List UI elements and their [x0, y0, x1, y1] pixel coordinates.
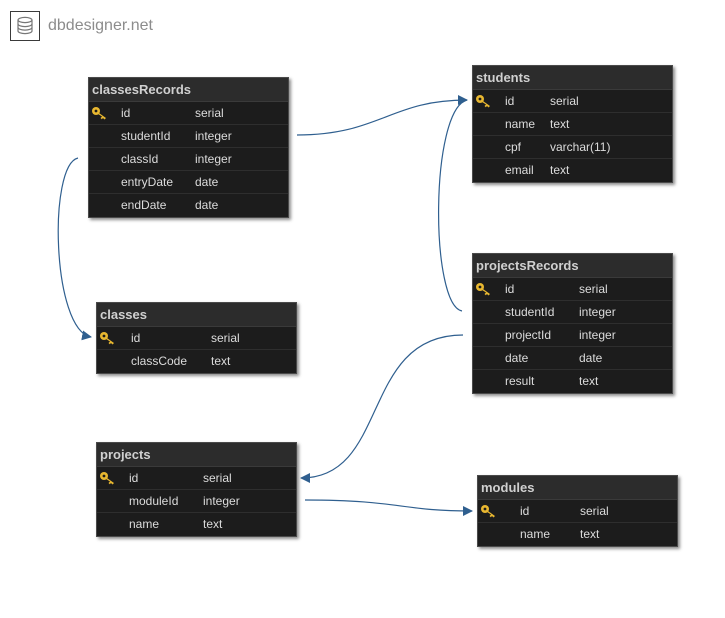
column-name: id	[131, 331, 141, 345]
table-row[interactable]: name text	[473, 113, 672, 136]
column-type: text	[203, 517, 223, 531]
column-name: cpf	[505, 140, 522, 154]
column-type: text	[580, 527, 600, 541]
table-row[interactable]: classId integer	[89, 148, 288, 171]
column-name: classCode	[131, 354, 188, 368]
column-type: serial	[203, 471, 232, 485]
table-title: classes	[97, 303, 296, 327]
column-type: serial	[550, 94, 579, 108]
column-name: id	[520, 504, 530, 518]
column-type: text	[211, 354, 231, 368]
primary-key-icon	[475, 93, 493, 109]
table-row[interactable]: classCode text	[97, 350, 296, 373]
table-row[interactable]: id serial	[478, 500, 677, 523]
column-type: varchar(11)	[550, 140, 611, 154]
column-type: date	[195, 175, 219, 189]
table-row[interactable]: id serial	[473, 278, 672, 301]
table-row[interactable]: endDate date	[89, 194, 288, 217]
column-type: date	[579, 351, 603, 365]
table-row[interactable]: email text	[473, 159, 672, 182]
column-name: moduleId	[129, 494, 179, 508]
column-name: date	[505, 351, 529, 365]
column-type: integer	[579, 328, 616, 342]
brand-name: dbdesigner.net	[48, 17, 153, 34]
column-type: serial	[579, 282, 608, 296]
table-row[interactable]: name text	[97, 513, 296, 536]
table-title: classesRecords	[89, 78, 288, 102]
link-projectsrecords-students	[438, 99, 468, 312]
table-row[interactable]: studentId integer	[89, 125, 288, 148]
column-type: integer	[579, 305, 616, 319]
column-name: projectId	[505, 328, 552, 342]
table-students[interactable]: students id serial name text cpf varchar(11) em…	[472, 65, 673, 183]
link-classesrecords-classes	[57, 157, 92, 341]
table-title: projects	[97, 443, 296, 467]
table-row[interactable]: studentId integer	[473, 301, 672, 324]
primary-key-icon	[99, 330, 117, 346]
table-classes[interactable]: classes id serial classCode text	[96, 302, 297, 374]
database-icon	[10, 11, 40, 41]
column-type: integer	[195, 152, 232, 166]
table-row[interactable]: id serial	[473, 90, 672, 113]
table-row[interactable]: entryDate date	[89, 171, 288, 194]
brand: dbdesigner.net	[10, 10, 153, 42]
column-type: serial	[580, 504, 609, 518]
link-classesrecords-students	[296, 95, 468, 136]
link-projectsrecords-projects	[300, 334, 464, 483]
column-name: entryDate	[121, 175, 174, 189]
column-name: email	[505, 163, 534, 177]
table-row[interactable]: id serial	[97, 467, 296, 490]
table-row[interactable]: id serial	[97, 327, 296, 350]
table-title: modules	[478, 476, 677, 500]
column-name: endDate	[121, 198, 167, 212]
primary-key-icon	[475, 281, 493, 297]
column-name: name	[129, 517, 160, 531]
primary-key-icon	[91, 105, 109, 121]
column-type: integer	[195, 129, 232, 143]
table-row[interactable]: moduleId integer	[97, 490, 296, 513]
column-type: integer	[203, 494, 240, 508]
column-name: id	[505, 282, 515, 296]
table-title: projectsRecords	[473, 254, 672, 278]
column-name: name	[505, 117, 536, 131]
link-projects-modules	[304, 499, 473, 516]
column-name: id	[121, 106, 131, 120]
column-type: serial	[211, 331, 240, 345]
column-name: studentId	[505, 305, 555, 319]
primary-key-icon	[480, 503, 498, 519]
column-type: text	[550, 163, 570, 177]
column-name: studentId	[121, 129, 171, 143]
column-type: text	[579, 374, 599, 388]
column-name: id	[129, 471, 139, 485]
column-name: result	[505, 374, 535, 388]
column-type: serial	[195, 106, 224, 120]
column-type: text	[550, 117, 570, 131]
column-name: id	[505, 94, 515, 108]
table-row[interactable]: id serial	[89, 102, 288, 125]
table-row[interactable]: projectId integer	[473, 324, 672, 347]
primary-key-icon	[99, 470, 117, 486]
table-title: students	[473, 66, 672, 90]
table-row[interactable]: name text	[478, 523, 677, 546]
column-name: classId	[121, 152, 159, 166]
column-type: date	[195, 198, 219, 212]
table-row[interactable]: cpf varchar(11)	[473, 136, 672, 159]
table-projects[interactable]: projects id serial moduleId integer name text	[96, 442, 297, 537]
table-row[interactable]: date date	[473, 347, 672, 370]
table-row[interactable]: result text	[473, 370, 672, 393]
column-name: name	[520, 527, 551, 541]
table-modules[interactable]: modules id serial name text	[477, 475, 678, 547]
